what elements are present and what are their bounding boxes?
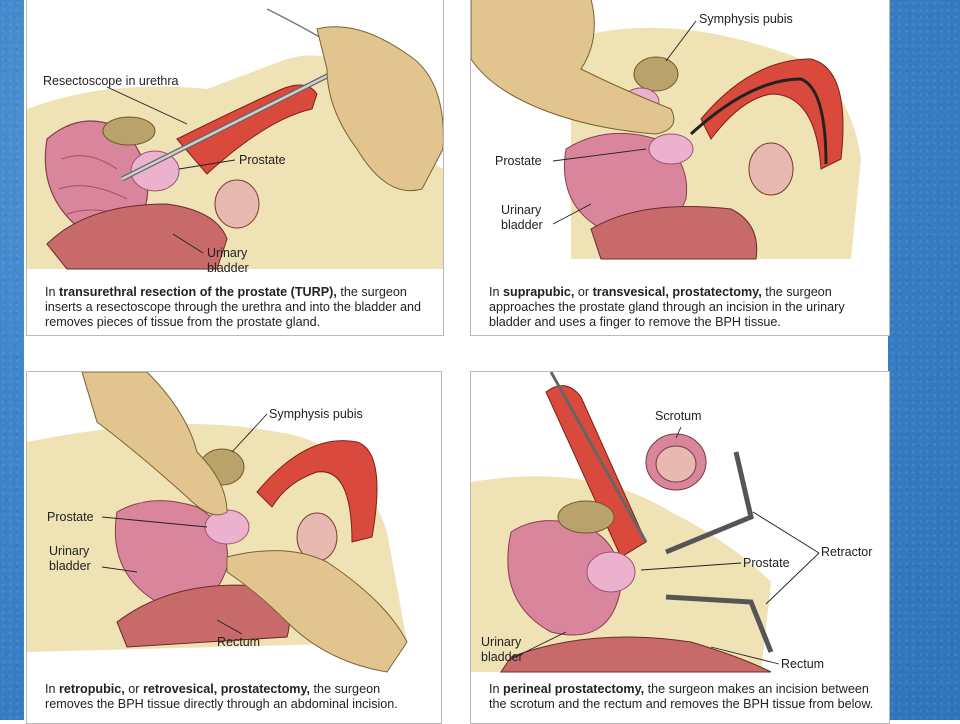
- label-bladder-1: Urinary: [49, 544, 90, 558]
- penis-shape: [256, 440, 378, 543]
- label-bladder-2: bladder: [481, 650, 523, 664]
- lower-retractor-shape: [665, 594, 774, 653]
- prostate-shape: [204, 509, 250, 545]
- lower-gloved-hand-shape: [226, 550, 408, 673]
- pubic-bone-shape: [102, 116, 156, 146]
- label-rectum: Rectum: [217, 635, 260, 649]
- label-bladder-1: Urinary: [501, 203, 542, 217]
- label-bladder-1: Urinary: [207, 246, 248, 260]
- label-retractor: Retractor: [821, 545, 872, 559]
- gloved-hand-shape: [316, 26, 443, 192]
- label-bladder-2: bladder: [49, 559, 91, 573]
- pubic-bone-shape: [633, 56, 679, 92]
- pubic-bone-shape: [557, 500, 615, 534]
- penis-shape: [545, 385, 647, 558]
- upper-retractor-shape: [665, 451, 754, 555]
- panel-retropubic: Symphysis pubis Prostate Urinary bladder…: [26, 371, 442, 724]
- label-scrotum: Scrotum: [655, 409, 702, 423]
- caption-turp: In transurethral resection of the prosta…: [45, 285, 421, 329]
- caption-retropubic: In retropubic, or retrovesical, prostate…: [45, 682, 398, 711]
- testis-shape: [214, 179, 260, 229]
- label-prostate: Prostate: [47, 510, 94, 524]
- panel-suprapubic: Symphysis pubis Prostate Urinary bladder…: [470, 0, 890, 336]
- suprapubic-illustration: Symphysis pubis Prostate Urinary bladder: [471, 0, 861, 260]
- label-prostate: Prostate: [743, 556, 790, 570]
- perineal-illustration: Scrotum Retractor Prostate Urinary bladd…: [471, 372, 872, 673]
- label-rectum: Rectum: [781, 657, 824, 671]
- panel-perineal: Scrotum Retractor Prostate Urinary bladd…: [470, 371, 890, 724]
- caption-perineal: In perineal prostatectomy, the surgeon m…: [489, 682, 874, 711]
- prostate-shape: [130, 150, 180, 192]
- caption-suprapubic: In suprapubic, or transvesical, prostate…: [489, 285, 845, 329]
- label-resectoscope: Resectoscope in urethra: [43, 74, 179, 88]
- retropubic-illustration: Symphysis pubis Prostate Urinary bladder…: [27, 372, 408, 673]
- label-symphysis: Symphysis pubis: [699, 12, 793, 26]
- label-bladder-2: bladder: [207, 261, 249, 275]
- prostate-shape: [648, 133, 694, 165]
- gloved-hand-shape: [471, 0, 675, 135]
- label-bladder-2: bladder: [501, 218, 543, 232]
- panel-turp: Resectoscope in urethra Prostate Urinary…: [26, 0, 444, 336]
- rectum-shape: [500, 636, 772, 673]
- rectum-shape: [590, 206, 758, 260]
- label-symphysis: Symphysis pubis: [269, 407, 363, 421]
- label-bladder-1: Urinary: [481, 635, 522, 649]
- penis-shape: [700, 58, 844, 170]
- label-prostate: Prostate: [239, 153, 286, 167]
- testis-shape: [748, 142, 794, 196]
- prostate-shape: [586, 551, 636, 593]
- turp-illustration: Resectoscope in urethra Prostate Urinary…: [27, 8, 443, 275]
- upper-gloved-hand-shape: [81, 372, 228, 516]
- label-prostate: Prostate: [495, 154, 542, 168]
- rectum-shape: [46, 203, 228, 270]
